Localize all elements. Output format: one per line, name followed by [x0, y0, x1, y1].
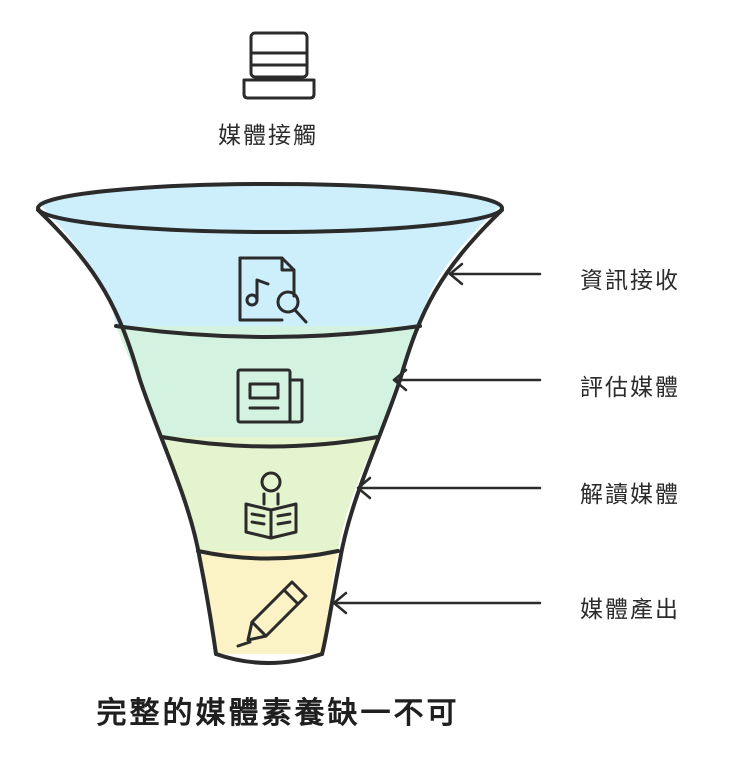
caption: 完整的媒體素養缺一不可 — [96, 696, 460, 731]
pointer-arrows — [332, 262, 542, 615]
stage-label-1: 資訊接收 — [580, 268, 680, 294]
stage-label-2: 評估媒體 — [580, 375, 680, 401]
funnel-divider-2 — [160, 435, 380, 449]
arrow-1 — [448, 262, 542, 286]
stage-label-3: 解讀媒體 — [580, 482, 680, 508]
funnel-spout-bottom — [214, 652, 324, 665]
pencil-icon — [236, 580, 308, 648]
arrow-3 — [356, 476, 542, 500]
laptop-icon — [242, 31, 316, 100]
funnel-band-1 — [38, 186, 502, 326]
funnel-divider-3 — [196, 549, 340, 561]
funnel-band-2 — [116, 326, 420, 437]
funnel-outline — [36, 182, 504, 665]
person-reading-icon — [244, 471, 298, 540]
stage-label-4: 媒體產出 — [580, 597, 680, 623]
funnel-divider-1 — [114, 324, 422, 339]
funnel-band-3 — [162, 437, 378, 551]
arrow-4 — [332, 591, 542, 615]
document-search-icon — [238, 256, 308, 324]
arrow-2 — [392, 368, 542, 392]
newspaper-icon — [236, 368, 304, 424]
top-label: 媒體接觸 — [218, 123, 318, 149]
funnel-band-4 — [198, 551, 338, 654]
